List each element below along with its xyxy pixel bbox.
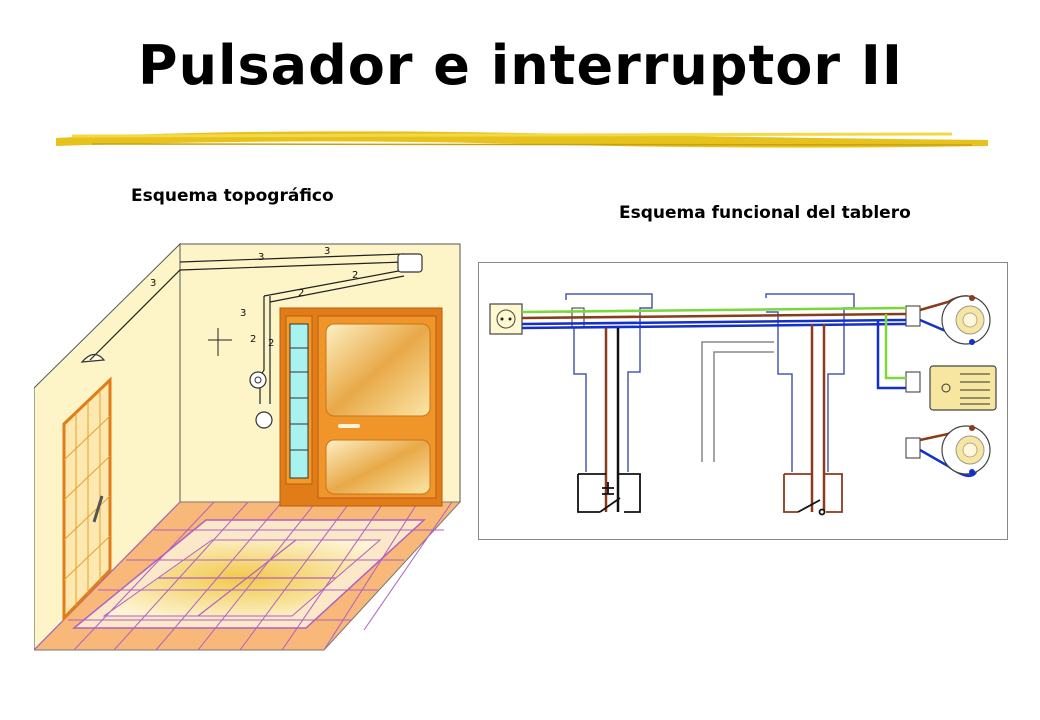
topographic-caption: Esquema topográfico: [131, 186, 334, 206]
functional-scheme-figure: [478, 262, 1008, 540]
socket-icon: [489, 303, 523, 335]
conduit-label: 3: [240, 308, 246, 319]
conduit-label: 3: [324, 246, 330, 257]
conduit-outlines: [565, 293, 855, 472]
side-door: [62, 376, 112, 622]
buzzer-icon: [929, 365, 997, 411]
functional-caption: Esquema funcional del tablero: [619, 203, 911, 223]
conduit-label: 3: [150, 278, 156, 289]
conduit-label: 2: [250, 334, 256, 345]
wires: [521, 295, 980, 512]
lamp-icon: [941, 295, 991, 345]
lamp-icon: [941, 425, 991, 475]
junction-box: [397, 253, 423, 273]
wall-point-marker: [208, 328, 232, 356]
push-button-symbol: [577, 473, 641, 513]
conduit-label: 2: [298, 288, 304, 299]
topographic-room-figure: 3 3 3 2 2 3 2 2: [34, 242, 462, 651]
wardrobe-panel: [279, 307, 443, 507]
conduit-label: 2: [352, 270, 358, 281]
title-underline: [56, 131, 988, 148]
room-floor: [34, 501, 462, 651]
conduit-label: 2: [268, 338, 274, 349]
conduit-label: 3: [258, 252, 264, 263]
switch-icon: [255, 411, 273, 429]
push-button-icon: [249, 371, 267, 389]
conduit-lines: [89, 253, 405, 404]
slide-title: Pulsador e interruptor II: [138, 34, 903, 97]
switch-symbol: [783, 473, 843, 516]
